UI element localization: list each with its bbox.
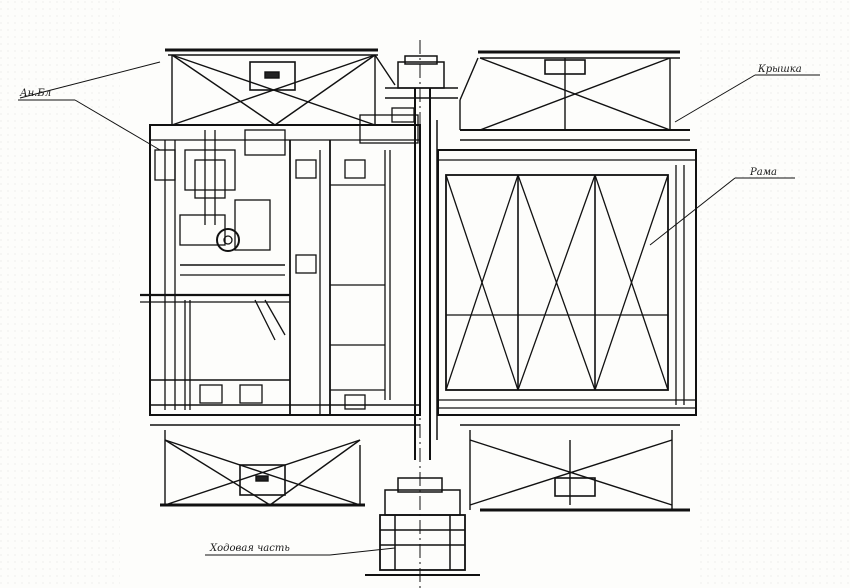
leader-lines bbox=[18, 61, 820, 556]
left-top-hopper bbox=[165, 48, 396, 126]
label-frame: Рама bbox=[749, 167, 777, 178]
label-cover: Крышка bbox=[757, 64, 802, 75]
left-bottom-hopper bbox=[150, 414, 420, 507]
left-equipment-bay bbox=[140, 107, 421, 416]
label-left-unit: Ан.Бл bbox=[19, 88, 51, 99]
chassis bbox=[365, 477, 480, 576]
right-frame bbox=[437, 149, 697, 416]
right-top-hopper bbox=[459, 50, 690, 141]
scan-noise-right bbox=[700, 0, 850, 588]
right-bottom-hopper bbox=[438, 414, 696, 512]
label-chassis: Ходовая часть bbox=[209, 543, 290, 554]
